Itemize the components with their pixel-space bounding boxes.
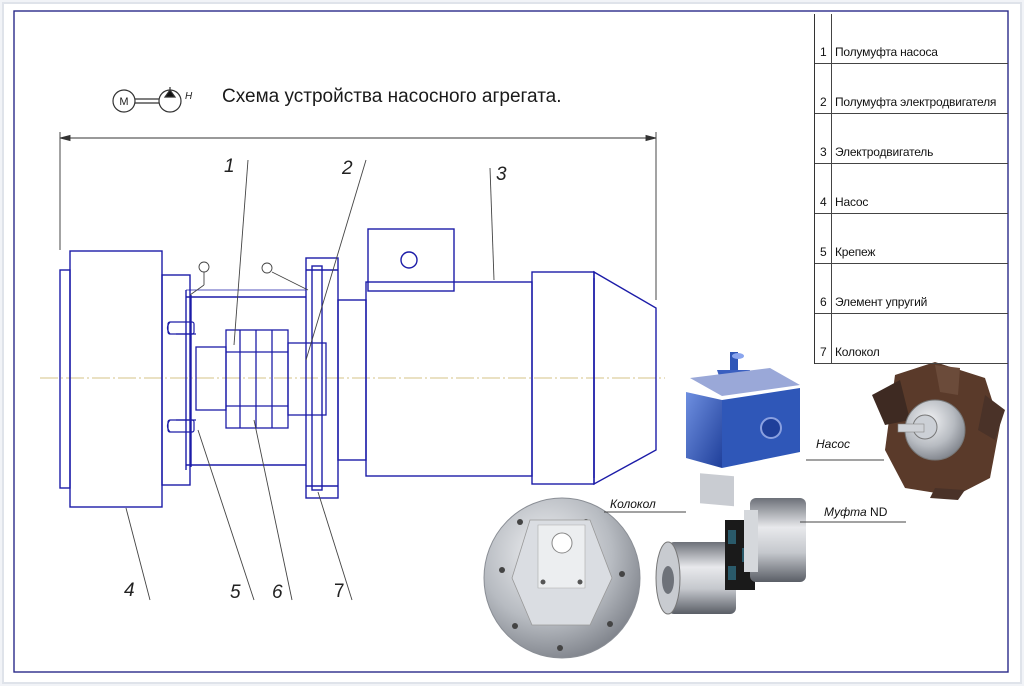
legend-num: 2 xyxy=(820,95,827,109)
legend-name: Колокол xyxy=(835,345,880,359)
legend-name: Элемент упругий xyxy=(835,295,928,309)
bell-photo-label: Колокол xyxy=(610,497,656,511)
callout-7: 7 xyxy=(334,581,345,602)
legend-num: 1 xyxy=(820,45,827,59)
legend-row: 1 Полумуфта насоса xyxy=(815,14,1008,64)
legend-num: 5 xyxy=(820,245,827,259)
legend-row: 5 Крепеж xyxy=(815,214,1008,264)
motor-symbol-letter: M xyxy=(119,96,128,108)
callout-6: 6 xyxy=(272,582,283,603)
legend-name: Насос xyxy=(835,195,869,209)
legend-row: 2 Полумуфта электродвигателя xyxy=(815,64,1008,114)
legend-row: 3 Электродвигатель xyxy=(815,114,1008,164)
coupling-label-text: Муфта xyxy=(824,505,867,519)
head-symbol-letter: H xyxy=(185,91,193,102)
coupling-photo-label: Муфта ND xyxy=(824,505,887,519)
photo-label-lines xyxy=(604,459,906,523)
callout-2: 2 xyxy=(342,158,353,179)
legend-row: 4 Насос xyxy=(815,164,1008,214)
legend-row: 6 Элемент упругий xyxy=(815,264,1008,314)
legend-num: 6 xyxy=(820,295,827,309)
legend-name: Полумуфта насоса xyxy=(835,45,938,59)
leader-lines xyxy=(125,159,495,601)
pump-body xyxy=(59,250,191,508)
legend-name: Электродвигатель xyxy=(835,145,934,159)
pump-unit-symbol xyxy=(112,87,182,113)
legend-num: 3 xyxy=(820,145,827,159)
coupling-photo xyxy=(655,498,806,615)
drawing-frame xyxy=(13,10,1009,673)
legend-name: Полумуфта электродвигателя xyxy=(835,95,997,109)
fasteners xyxy=(166,321,196,433)
callout-1: 1 xyxy=(224,156,235,177)
callout-3: 3 xyxy=(496,164,507,185)
legend-num: 7 xyxy=(820,345,827,359)
flanged-pump-photo xyxy=(872,362,1005,500)
callout-4: 4 xyxy=(124,580,135,601)
pump-photo xyxy=(686,352,800,507)
coupling-label-suffix: ND xyxy=(870,505,888,519)
overall-dimension xyxy=(59,132,657,300)
parts-legend: 1 Полумуфта насоса 2 Полумуфта электродв… xyxy=(814,14,1008,364)
legend-num: 4 xyxy=(820,195,827,209)
electric-motor xyxy=(365,228,657,486)
drawing-title: Схема устройства насосного агрегата. xyxy=(222,86,562,107)
coupling-assembly xyxy=(195,329,327,429)
legend-row: 7 Колокол xyxy=(815,314,1008,364)
legend-name: Крепеж xyxy=(835,245,876,259)
bell-housing-photo xyxy=(483,497,641,659)
pump-photo-label: Насос xyxy=(816,437,851,451)
callout-5: 5 xyxy=(230,582,241,603)
